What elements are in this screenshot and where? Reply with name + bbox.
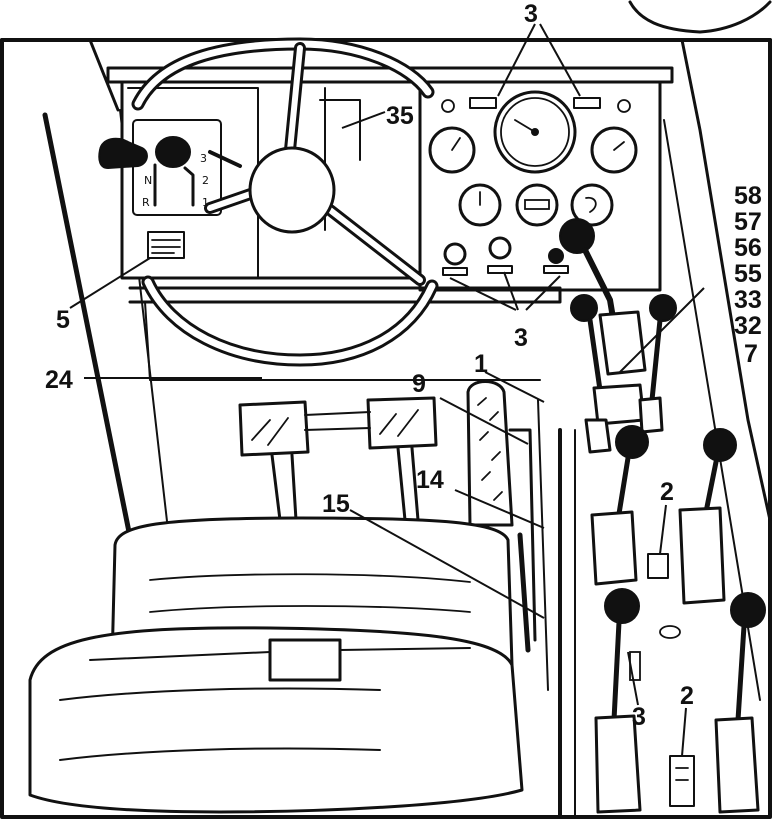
hour-meter-gauge bbox=[515, 183, 559, 227]
callout-9: 9 bbox=[412, 370, 426, 398]
callout-1: 1 bbox=[474, 350, 488, 378]
callout-57: 57 bbox=[734, 208, 762, 236]
gear-label-n: N bbox=[144, 174, 152, 187]
lever-boot-mid-left bbox=[590, 510, 638, 586]
dash-switch-3 bbox=[548, 248, 564, 264]
lever-knob-mid-right-icon bbox=[703, 428, 737, 462]
callout-3-low: 3 bbox=[632, 703, 646, 731]
lever-boot-low-left bbox=[594, 714, 642, 814]
lever-knob-low-left-icon bbox=[604, 588, 640, 624]
control-decal bbox=[147, 231, 185, 259]
gauge-cluster bbox=[428, 90, 638, 276]
seat-cushion bbox=[28, 626, 524, 814]
lower-lever-bank bbox=[594, 588, 766, 814]
lever-boot-mid-right bbox=[678, 506, 726, 605]
seat-belt-buckle bbox=[268, 638, 342, 682]
callout-56: 56 bbox=[734, 234, 762, 262]
brake-pedal-left bbox=[238, 400, 310, 457]
lever-boot-low-right bbox=[714, 716, 760, 814]
callout-58: 58 bbox=[734, 182, 762, 210]
lever-knob-right-icon bbox=[649, 294, 677, 322]
callout-15: 15 bbox=[322, 490, 350, 518]
steering-hub bbox=[248, 146, 336, 234]
callout-3-mid: 3 bbox=[514, 324, 528, 352]
callout-35: 35 bbox=[386, 102, 414, 130]
dash-switch-1 bbox=[443, 242, 467, 266]
callout-labels: 3 35 58 57 56 55 33 32 7 5 3 24 1 9 14 1… bbox=[45, 0, 762, 731]
lever-knob-top-icon bbox=[559, 218, 595, 254]
pedal-assembly bbox=[179, 379, 541, 522]
callout-7: 7 bbox=[744, 340, 758, 368]
decal-upper bbox=[647, 553, 669, 579]
callout-55: 55 bbox=[734, 260, 762, 288]
gear-label-1: 1 bbox=[202, 196, 209, 209]
callout-3-top: 3 bbox=[524, 0, 538, 28]
callout-2-upper: 2 bbox=[660, 478, 674, 506]
callout-5: 5 bbox=[56, 306, 70, 334]
dash-switch-2 bbox=[488, 236, 512, 260]
gear-label-2: 2 bbox=[202, 174, 209, 187]
callout-14: 14 bbox=[416, 466, 444, 494]
lever-knob-left-icon bbox=[570, 294, 598, 322]
accelerator-pedal bbox=[466, 380, 549, 691]
lever-knob-mid-left-icon bbox=[615, 425, 649, 459]
decal-lower bbox=[669, 755, 695, 807]
gear-shifter: N R 3 2 1 bbox=[98, 119, 242, 259]
operator-seat bbox=[28, 516, 524, 814]
callout-24: 24 bbox=[45, 366, 73, 394]
gear-label-r: R bbox=[142, 196, 150, 209]
leader-lines bbox=[69, 23, 705, 757]
bolt-icon bbox=[659, 625, 681, 639]
brake-pedal-right bbox=[366, 396, 438, 450]
lower-right-gauge bbox=[570, 183, 614, 227]
steering-wheel bbox=[131, 37, 439, 367]
upper-lever-bank bbox=[559, 218, 737, 605]
callout-32: 32 bbox=[734, 312, 762, 340]
callout-33: 33 bbox=[734, 286, 762, 314]
shift-knob-icon bbox=[155, 136, 191, 168]
indicator-lamp-left bbox=[469, 97, 497, 109]
callout-2-lower: 2 bbox=[680, 682, 694, 710]
lever-knob-low-right-icon bbox=[730, 592, 766, 628]
gear-label-3: 3 bbox=[200, 152, 207, 165]
indicator-lamp-right bbox=[573, 97, 601, 109]
